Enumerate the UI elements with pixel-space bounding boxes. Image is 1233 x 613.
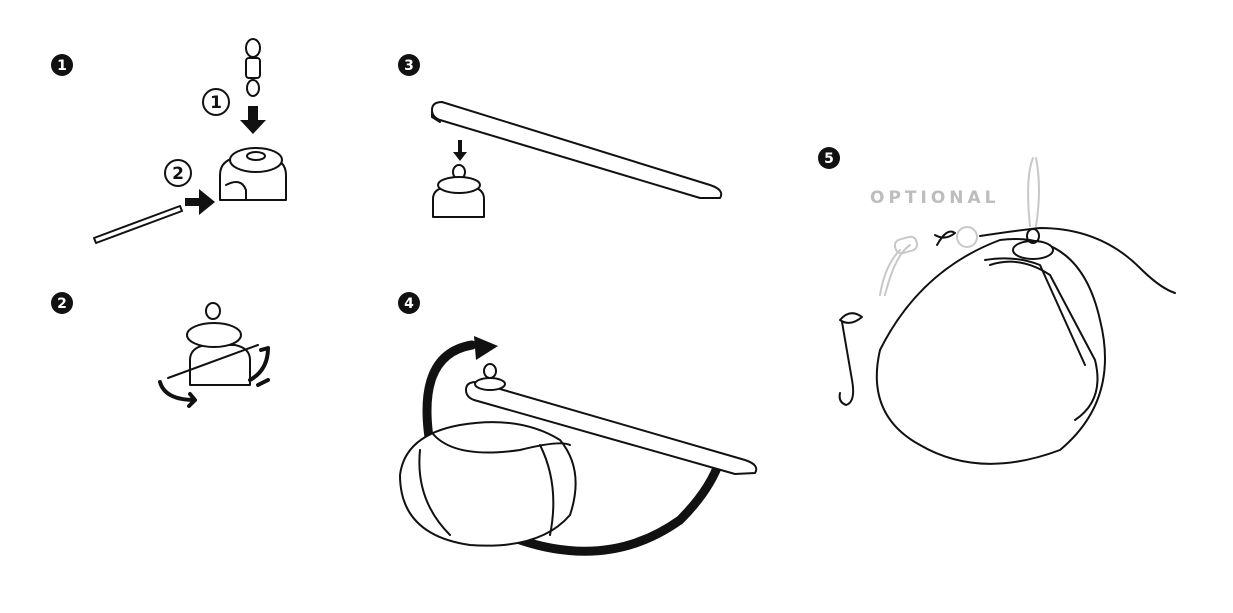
- optional-label: OPTIONAL: [870, 188, 1000, 208]
- step-number-3: 3: [404, 58, 414, 74]
- rotate-arrow-icon: [248, 346, 270, 387]
- step-badge-4: [398, 292, 420, 314]
- weight-cap-icon: [432, 164, 485, 218]
- weight-bag: [875, 228, 1106, 465]
- step-badge-3: [398, 54, 420, 76]
- weight-bag: [399, 421, 577, 547]
- step-number-5: 5: [824, 151, 834, 167]
- right-arrow-icon: [185, 189, 215, 215]
- swivel-icon: [245, 38, 261, 97]
- curved-arrow-icon: [422, 340, 477, 460]
- substep-number-2: 2: [172, 164, 184, 184]
- down-arrow-icon: [240, 106, 266, 134]
- down-arrow-icon: [453, 140, 467, 161]
- step-2: 2: [51, 292, 270, 408]
- weight-cap-icon: [167, 302, 259, 386]
- hook-icon: [838, 321, 855, 406]
- step-badge-1: [51, 54, 73, 76]
- substep-number-1: 1: [210, 93, 222, 113]
- optional-rig: [838, 157, 1176, 406]
- step-4: 4: [398, 292, 758, 556]
- weight-cap-icon: [219, 147, 287, 201]
- fishing-line: [979, 227, 1176, 294]
- step-5: 5 OPTIONAL: [818, 147, 1176, 465]
- rotate-arrow-icon: [158, 380, 197, 408]
- step-badge-5: [818, 147, 840, 169]
- substep-badge-2: [164, 159, 192, 187]
- step-number-2: 2: [57, 296, 67, 312]
- knot-icon: [934, 230, 956, 246]
- step-badge-2: [51, 292, 73, 314]
- substep-badge-1: [202, 88, 230, 116]
- knot-icon: [839, 312, 863, 324]
- step-number-4: 4: [404, 296, 414, 312]
- step-number-1: 1: [57, 58, 67, 74]
- step-1: 1 1 2: [51, 38, 287, 244]
- step-3: 3: [398, 54, 723, 218]
- pin-rod: [93, 205, 183, 244]
- lead-arm: [431, 101, 723, 199]
- lead-arm: [465, 381, 758, 475]
